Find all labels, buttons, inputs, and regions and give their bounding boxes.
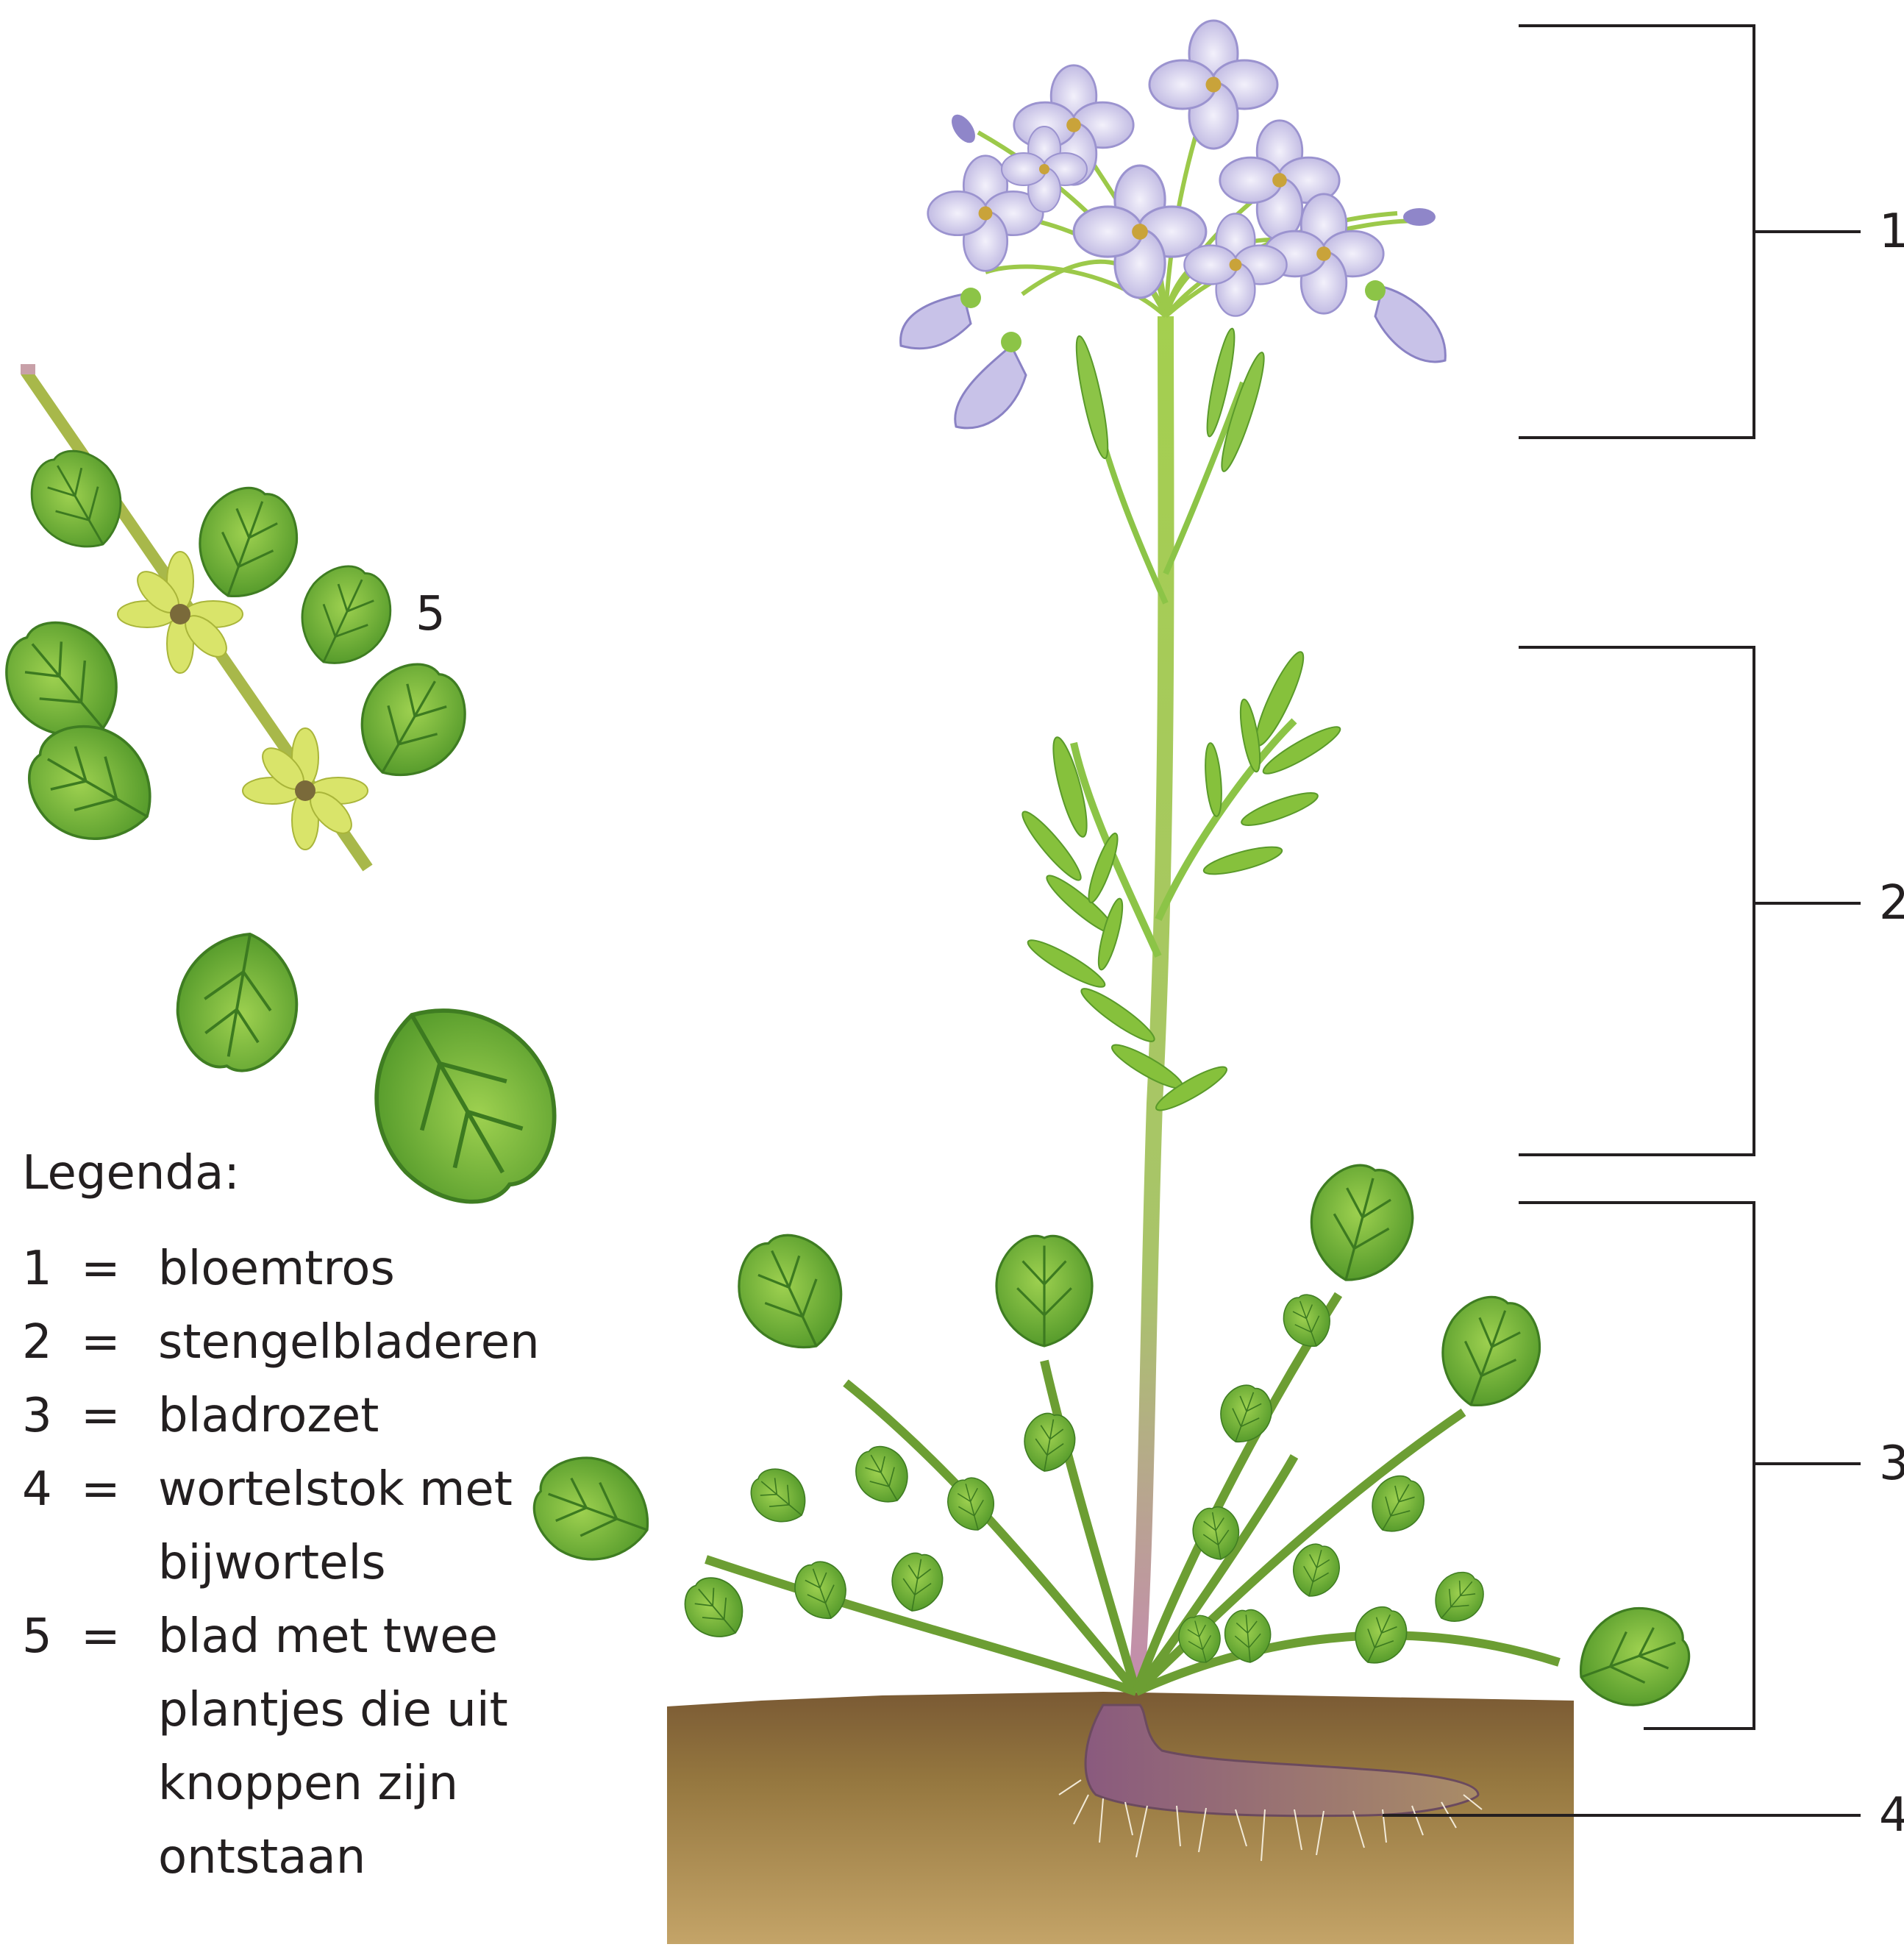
label-5: 5 — [416, 588, 446, 640]
legend-text: bloemtros — [158, 1232, 570, 1306]
legend: Legenda: 1 = bloemtros 2 = stengelblader… — [22, 1144, 570, 1894]
legend-equals: = — [81, 1600, 158, 1894]
legend-equals: = — [81, 1453, 158, 1600]
legend-item: 1 = bloemtros — [22, 1232, 570, 1306]
legend-text: stengelbladeren — [158, 1306, 570, 1379]
brackets — [1383, 26, 1861, 1815]
legend-number: 1 — [22, 1232, 81, 1306]
legend-item: 3 = bladrozet — [22, 1379, 570, 1453]
legend-title: Legenda: — [22, 1144, 570, 1203]
label-3: 3 — [1879, 1438, 1904, 1489]
label-2: 2 — [1879, 878, 1904, 929]
legend-equals: = — [81, 1232, 158, 1306]
stem-leaves — [1016, 648, 1344, 1117]
label-4: 4 — [1879, 1790, 1904, 1841]
legend-item: 4 = wortelstok met bijwortels — [22, 1453, 570, 1600]
legend-equals: = — [81, 1379, 158, 1453]
legend-text: bladrozet — [158, 1379, 570, 1453]
detached-leaf-with-plantlets — [0, 364, 586, 1231]
legend-text: blad met twee plantjes die uit knoppen z… — [158, 1600, 570, 1894]
label-1: 1 — [1879, 206, 1904, 257]
legend-equals: = — [81, 1306, 158, 1379]
rosette-leaves — [521, 1156, 1701, 1722]
main-stem — [1136, 316, 1166, 1692]
legend-number: 3 — [22, 1379, 81, 1453]
legend-item: 2 = stengelbladeren — [22, 1306, 570, 1379]
legend-number: 4 — [22, 1453, 81, 1600]
legend-number: 5 — [22, 1600, 81, 1894]
legend-text: wortelstok met bijwortels — [158, 1453, 570, 1600]
legend-number: 2 — [22, 1306, 81, 1379]
legend-item: 5 = blad met twee plantjes die uit knopp… — [22, 1600, 570, 1894]
